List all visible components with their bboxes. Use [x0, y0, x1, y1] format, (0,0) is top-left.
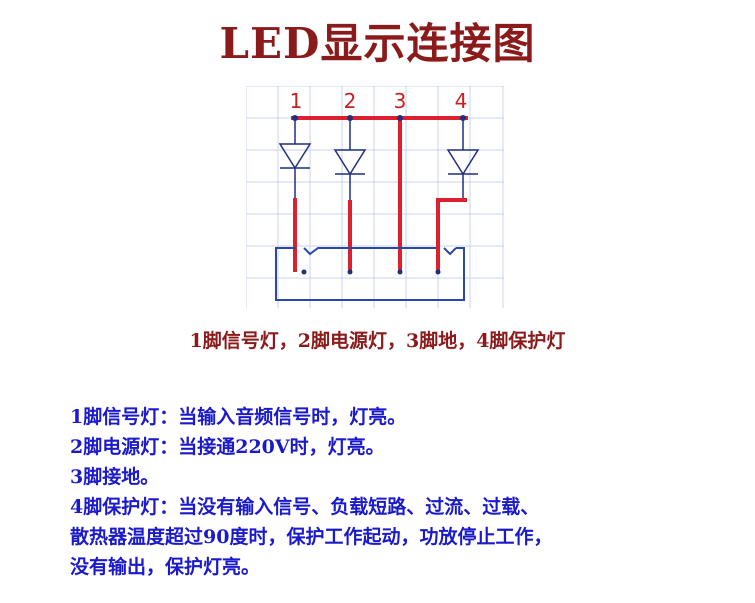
- pin-label-4: 4: [455, 89, 468, 113]
- desc-line-pin3: 3脚接地。: [70, 466, 160, 488]
- page-title: LED显示连接图: [219, 19, 536, 68]
- pin-label-1: 1: [290, 89, 303, 113]
- desc-line-pin2: 2脚电源灯：当接通220V时，灯亮。: [70, 436, 385, 458]
- desc-line-pin1: 1脚信号灯：当输入音频信号时，灯亮。: [70, 406, 407, 428]
- pin-label-2: 2: [344, 89, 357, 113]
- desc-line-pin4-cont1: 散热器温度超过90度时，保护工作起动，功放停止工作，: [70, 526, 553, 548]
- pin-description: 1脚信号灯：当输入音频信号时，灯亮。 2脚电源灯：当接通220V时，灯亮。 3脚…: [70, 402, 740, 582]
- led-2-power: [333, 115, 367, 272]
- led-4-protection: [436, 115, 480, 272]
- desc-line-pin4-cont2: 没有输出，保护灯亮。: [70, 556, 261, 578]
- pin-caption: 1脚信号灯，2脚电源灯，3脚地，4脚保护灯: [189, 330, 566, 352]
- led-1-signal: [278, 115, 312, 272]
- desc-line-pin4: 4脚保护灯：当没有输入信号、负载短路、过流、过载、: [70, 496, 540, 518]
- pin-label-3: 3: [394, 89, 407, 113]
- connector-pin-dots: [301, 269, 441, 275]
- connector-block: [275, 247, 465, 301]
- led-connection-diagram: 1 2 3 4: [245, 85, 504, 308]
- pin-3-ground: [397, 115, 403, 272]
